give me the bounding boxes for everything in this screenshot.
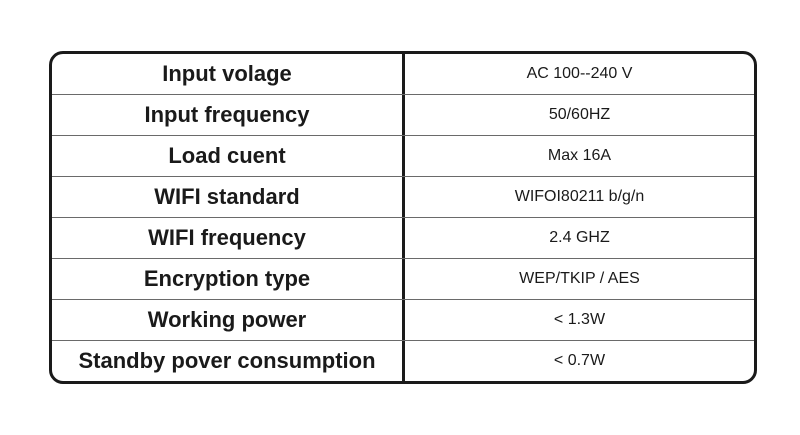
spec-label: Encryption type (52, 259, 405, 299)
spec-value: Max 16A (547, 147, 612, 164)
spec-value: AC 100--240 V (526, 65, 633, 82)
table-row: Input volage AC 100--240 V (52, 54, 754, 95)
spec-value: 50/60HZ (548, 106, 611, 123)
spec-value: < 0.7W (553, 352, 606, 369)
spec-label: Standby pover consumption (52, 341, 405, 381)
spec-table: Input volage AC 100--240 V Input frequen… (49, 51, 757, 384)
spec-label: Input frequency (52, 95, 405, 135)
spec-label: Input volage (52, 54, 405, 94)
spec-value: < 1.3W (553, 311, 606, 328)
table-row: WIFI standard WIFOI80211 b/g/n (52, 177, 754, 218)
spec-value: WIFOI80211 b/g/n (514, 188, 645, 205)
table-row: Working power < 1.3W (52, 300, 754, 341)
table-row: WIFI frequency 2.4 GHZ (52, 218, 754, 259)
spec-value: WEP/TKIP / AES (519, 270, 640, 287)
table-row: Standby pover consumption < 0.7W (52, 341, 754, 381)
spec-value: 2.4 GHZ (549, 229, 610, 246)
table-row: Encryption type WEP/TKIP / AES (52, 259, 754, 300)
spec-label: Working power (52, 300, 405, 340)
table-row: Load cuent Max 16A (52, 136, 754, 177)
spec-label: WIFI frequency (52, 218, 405, 258)
spec-label: Load cuent (52, 136, 405, 176)
table-row: Input frequency 50/60HZ (52, 95, 754, 136)
spec-label: WIFI standard (52, 177, 405, 217)
